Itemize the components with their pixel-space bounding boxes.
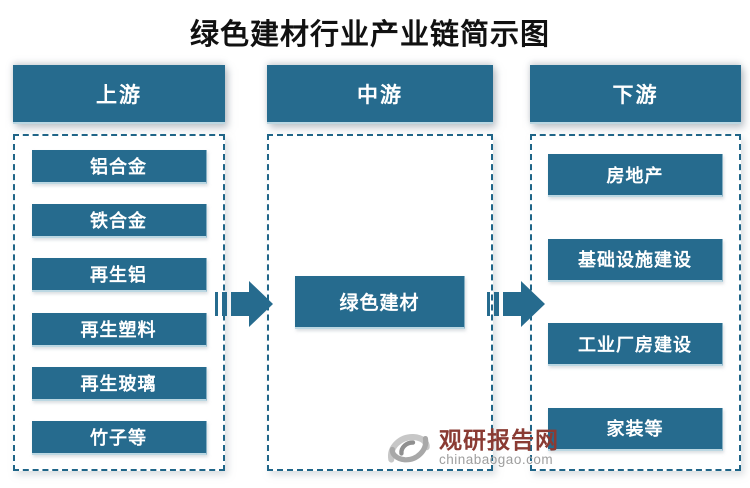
node-green-building-materials: 绿色建材 [295, 276, 465, 329]
node-home-decoration-etc: 家装等 [548, 407, 723, 451]
node-bamboo-etc: 竹子等 [31, 420, 207, 455]
midstream-group-box: 绿色建材 [267, 134, 493, 471]
node-infrastructure-construction: 基础设施建设 [548, 238, 723, 282]
node-real-estate: 房地产 [548, 154, 723, 197]
upstream-group-box: 铝合金 铁合金 再生铝 再生塑料 再生玻璃 竹子等 [13, 134, 225, 471]
flow-arrow-midstream-to-downstream-icon [487, 281, 545, 327]
column-header-upstream-label: 上游 [96, 82, 142, 107]
node-recycled-plastic: 再生塑料 [31, 312, 207, 347]
column-header-midstream-label: 中游 [357, 82, 403, 107]
column-header-downstream: 下游 [530, 65, 741, 124]
column-header-midstream: 中游 [267, 65, 493, 124]
node-ferroalloy: 铁合金 [31, 204, 207, 239]
flow-arrow-upstream-to-midstream-icon [215, 281, 273, 327]
node-aluminum-alloy: 铝合金 [31, 150, 207, 184]
watermark-text: 观研报告网 chinabaogao.com [439, 427, 559, 467]
watermark-swirl-logo-icon [388, 434, 430, 463]
node-industrial-plant-construction: 工业厂房建设 [548, 323, 723, 367]
downstream-group-box: 房地产 基础设施建设 工业厂房建设 家装等 [530, 134, 741, 471]
column-header-downstream-label: 下游 [612, 82, 659, 107]
watermark: 观研报告网 chinabaogao.com [383, 428, 559, 468]
node-recycled-glass: 再生玻璃 [31, 366, 207, 401]
watermark-site-url: chinabaogao.com [439, 451, 554, 467]
column-header-upstream: 上游 [13, 65, 225, 124]
watermark-site-name: 观研报告网 [439, 427, 559, 453]
node-recycled-aluminum: 再生铝 [31, 258, 207, 293]
diagram-title: 绿色建材行业产业链简示图 [189, 19, 550, 51]
